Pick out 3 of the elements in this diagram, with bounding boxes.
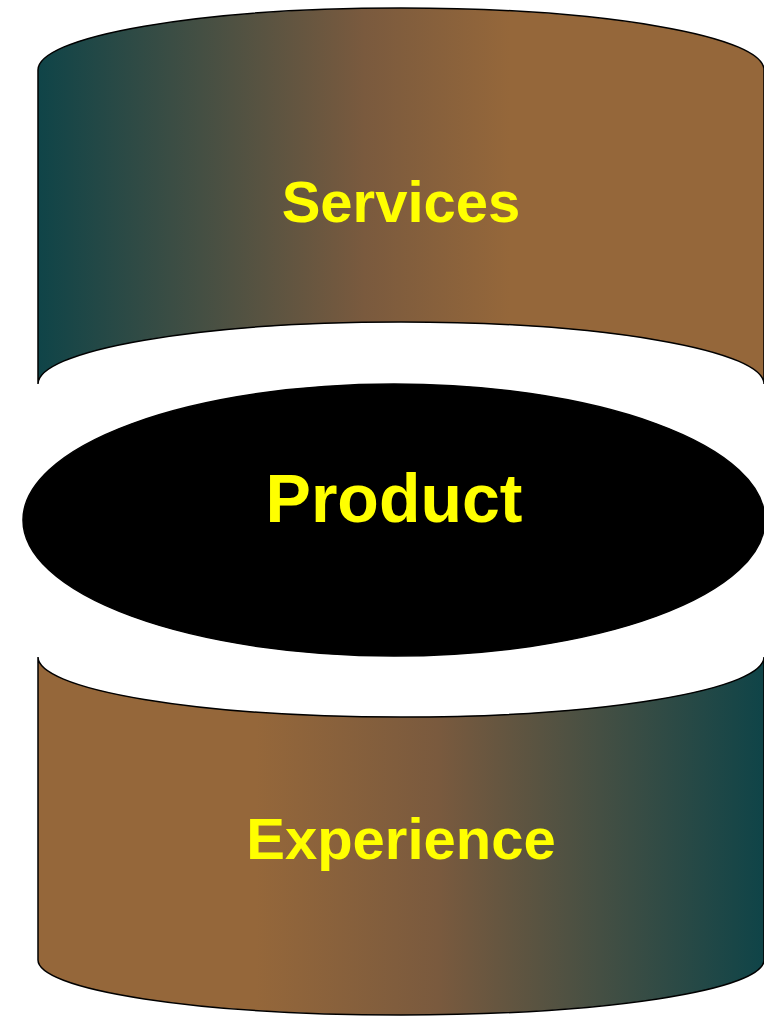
shape-label: Services (281, 168, 521, 235)
shape-label: Product (265, 459, 523, 537)
shape-label: Experience (246, 805, 556, 872)
